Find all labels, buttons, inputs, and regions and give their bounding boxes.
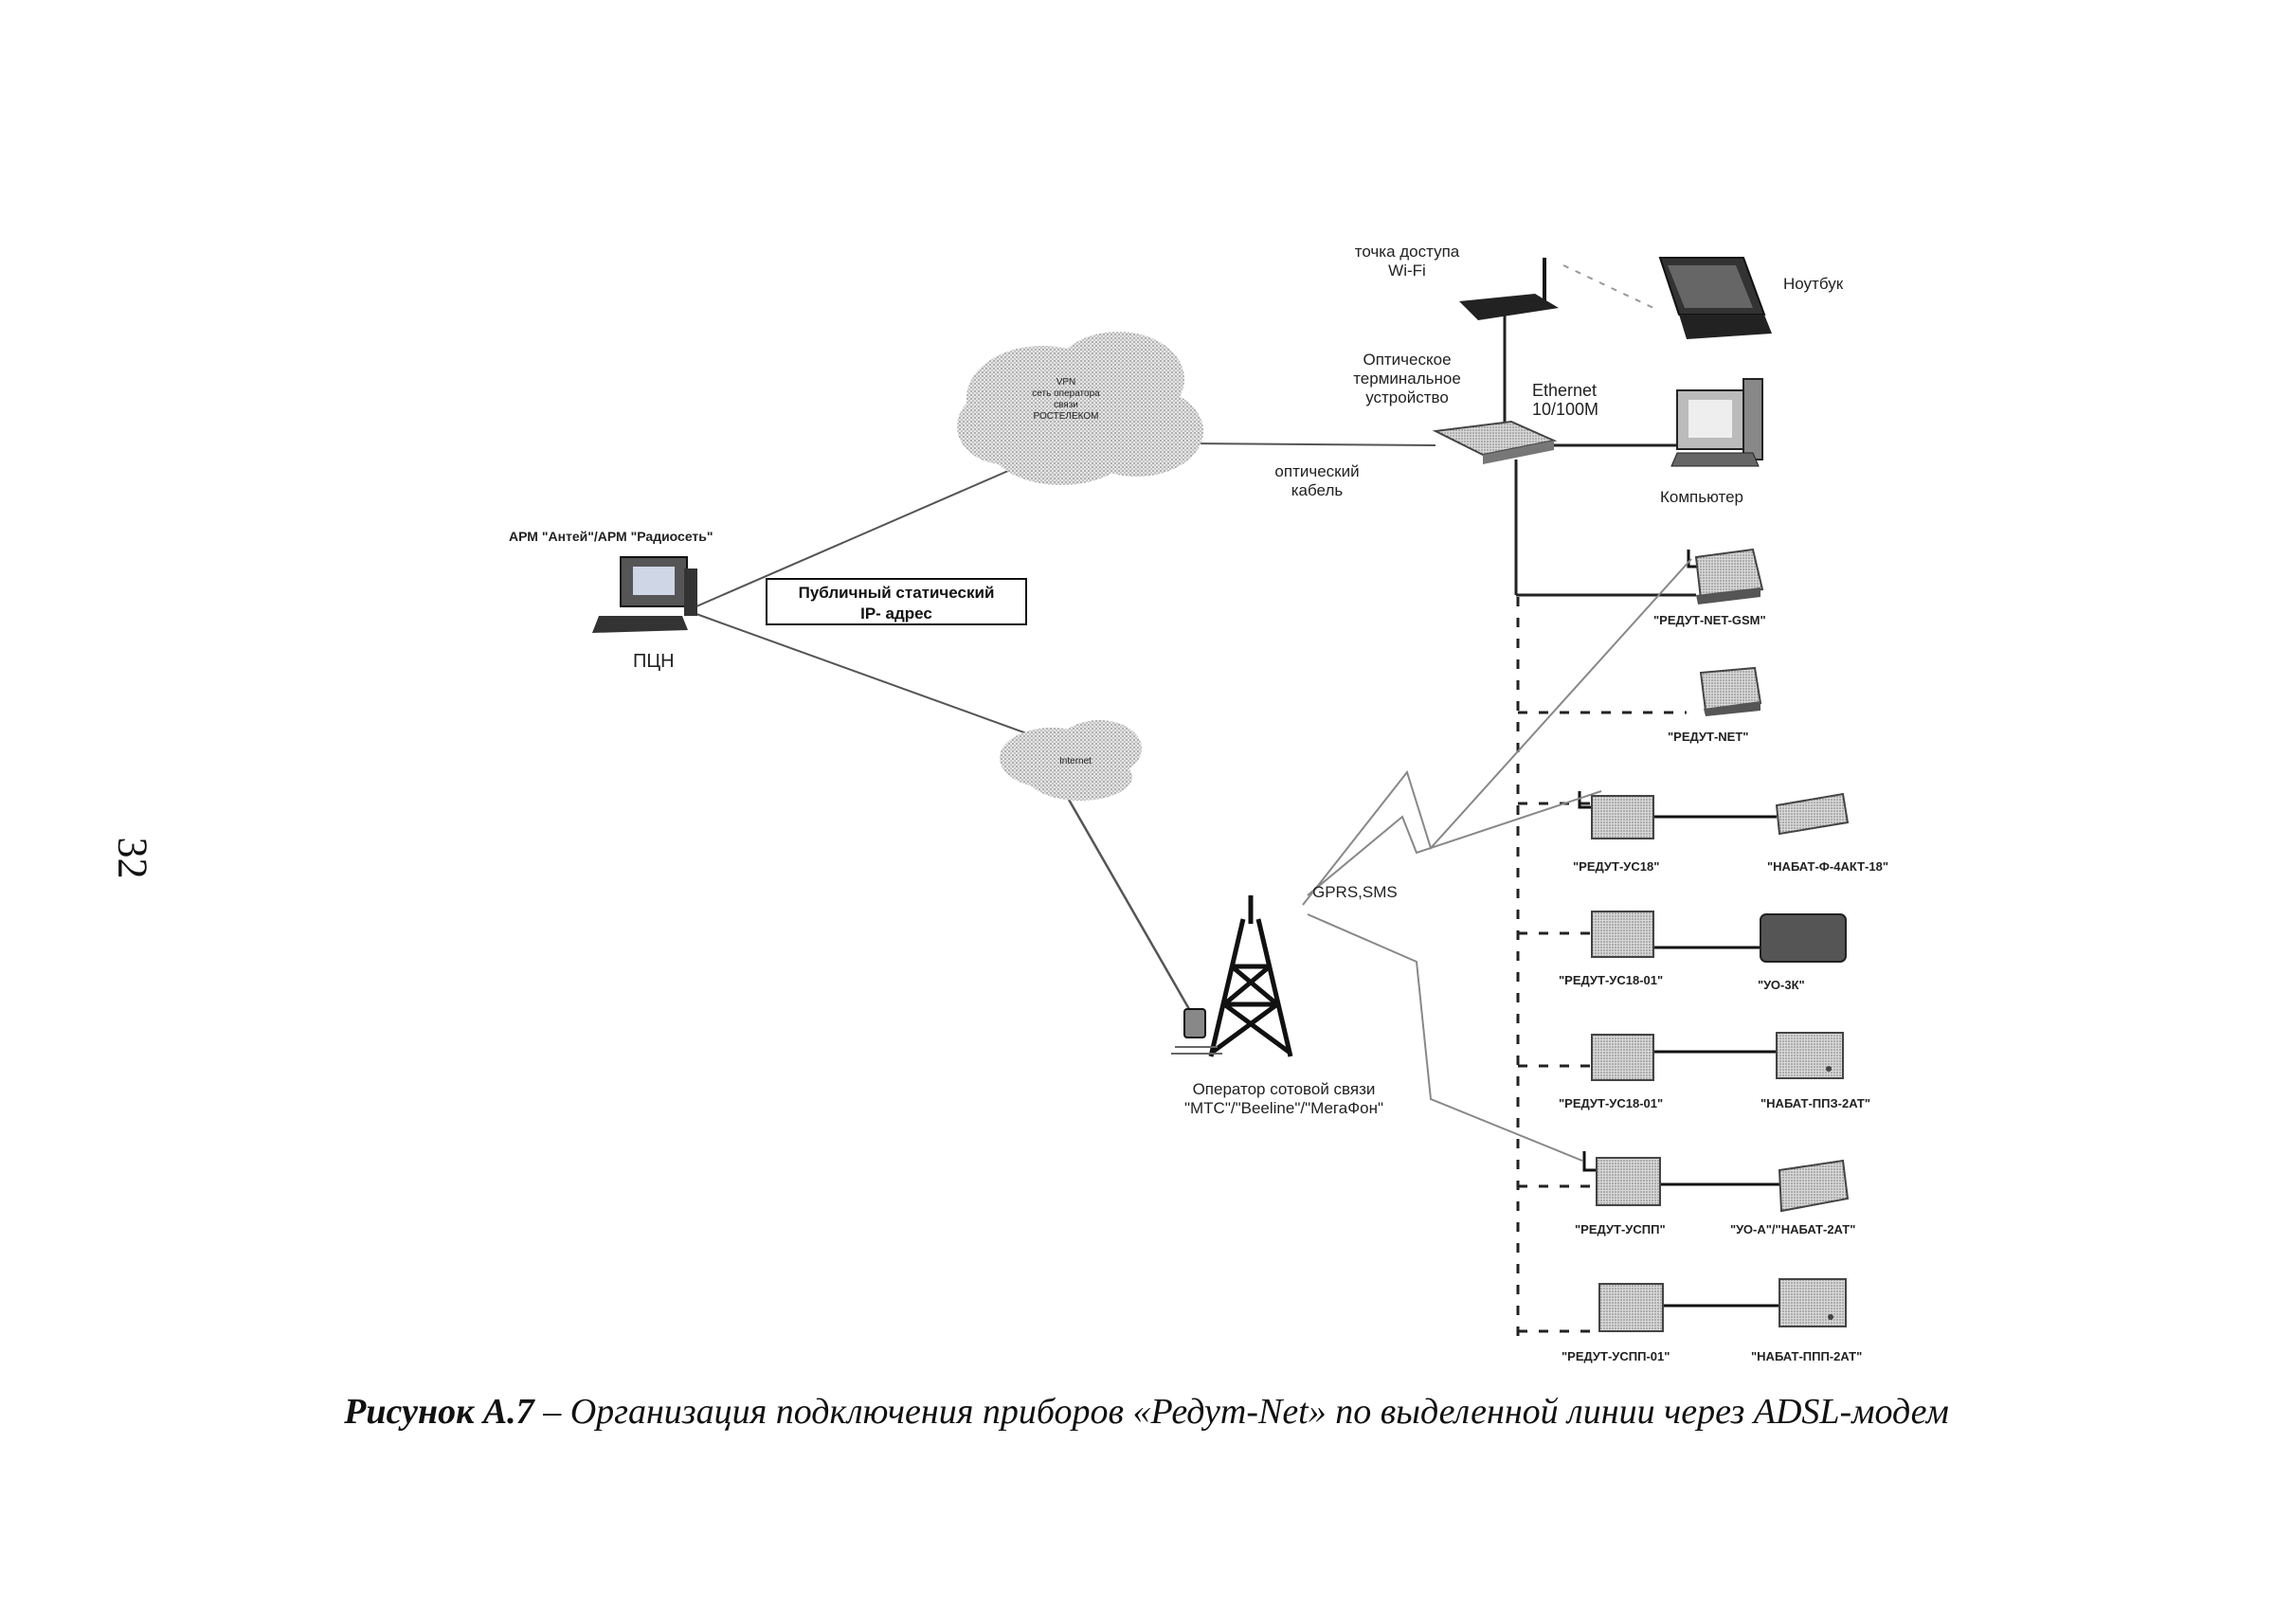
device-net-gsm-icon xyxy=(1694,548,1764,604)
device-uoa-nabat-icon xyxy=(1778,1159,1850,1213)
operator-label: Оператор сотовой связи "МТС"/"Beeline"/"… xyxy=(1183,1080,1384,1117)
net-label: "РЕДУТ-NET" xyxy=(1668,730,1749,744)
pcn-label: ПЦН xyxy=(633,651,675,672)
ethernet-label: Ethernet 10/100M xyxy=(1532,381,1599,419)
device-us18-01a-icon xyxy=(1591,911,1654,958)
device-uspp01-icon xyxy=(1598,1283,1664,1332)
device-nabat-ppp-icon xyxy=(1778,1278,1847,1327)
nabat-ppp-label: "НАБАТ-ППП-2АТ" xyxy=(1751,1349,1863,1363)
server-icon xyxy=(1171,1008,1222,1055)
us18-01a-label: "РЕДУТ-УС18-01" xyxy=(1559,973,1664,987)
uoa-nabat-label: "УО-А"/"НАБАТ-2АТ" xyxy=(1730,1222,1856,1236)
line-ont-to-cloud xyxy=(1188,442,1436,446)
antenna-markers xyxy=(1578,550,1698,1172)
uo3k-label: "УО-3К" xyxy=(1758,978,1805,992)
line-cloud-to-pcn xyxy=(695,463,1024,607)
line-internet-to-operator xyxy=(1059,785,1191,1010)
radio-links xyxy=(1302,558,1692,1162)
device-us18-icon xyxy=(1591,795,1654,839)
page-number: 32 xyxy=(109,837,156,879)
vpn-cloud-label: VPN сеть оператора связи РОСТЕЛЕКОМ xyxy=(1032,377,1100,422)
us18-01b-label: "РЕДУТ-УС18-01" xyxy=(1559,1096,1664,1110)
device-uspp-icon xyxy=(1596,1157,1661,1206)
figure-caption: Рисунок А.7 – Организация подключения пр… xyxy=(344,1392,1949,1432)
cell-tower-icon xyxy=(1208,895,1293,1057)
uspp01-label: "РЕДУТ-УСПП-01" xyxy=(1562,1349,1670,1363)
line-internet-to-pcn xyxy=(695,613,1043,740)
device-nabat-f4akt-icon xyxy=(1775,792,1850,836)
net-gsm-label: "РЕДУТ-NET-GSM" xyxy=(1653,613,1766,627)
dashed-bus xyxy=(1516,597,1687,1336)
ont-label: Оптическое терминальное устройство xyxy=(1353,351,1461,406)
laptop-label: Ноутбук xyxy=(1783,275,1844,293)
nabat-f4akt-label: "НАБАТ-Ф-4АКТ-18" xyxy=(1767,859,1888,874)
gprs-label: GPRS,SMS xyxy=(1312,883,1398,901)
vpn-cloud xyxy=(957,332,1203,485)
wifi-label: точка доступа Wi-Fi xyxy=(1354,243,1460,280)
computer-label: Компьютер xyxy=(1660,488,1743,506)
uspp-label: "РЕДУТ-УСПП" xyxy=(1575,1222,1666,1236)
pcn-computer-icon xyxy=(592,556,697,633)
computer-icon xyxy=(1670,378,1763,467)
wifi-router-icon xyxy=(1459,258,1559,320)
connection-lines xyxy=(695,264,1696,1010)
device-uo3k-icon xyxy=(1760,913,1847,963)
optical-cable-label: оптический кабель xyxy=(1274,462,1360,499)
device-us18-01b-icon xyxy=(1591,1034,1654,1081)
internet-cloud-label: Internet xyxy=(1059,756,1092,767)
device-net-icon xyxy=(1699,666,1762,716)
device-nabat-pp32at-icon xyxy=(1776,1032,1844,1079)
ip-address-box: Публичный статический IP- адрес xyxy=(766,578,1027,625)
nabat-pp32at-label: "НАБАТ-ППЗ-2АТ" xyxy=(1760,1096,1871,1110)
internet-cloud xyxy=(1000,720,1142,801)
device-connectors xyxy=(1653,815,1779,1308)
laptop-icon xyxy=(1658,257,1772,339)
us18-label: "РЕДУТ-УС18" xyxy=(1573,859,1660,874)
wifi-link-dashed xyxy=(1562,264,1654,309)
arm-label: АРМ "Антей"/АРМ "Радиосеть" xyxy=(509,529,713,544)
ont-device-icon xyxy=(1432,420,1558,464)
